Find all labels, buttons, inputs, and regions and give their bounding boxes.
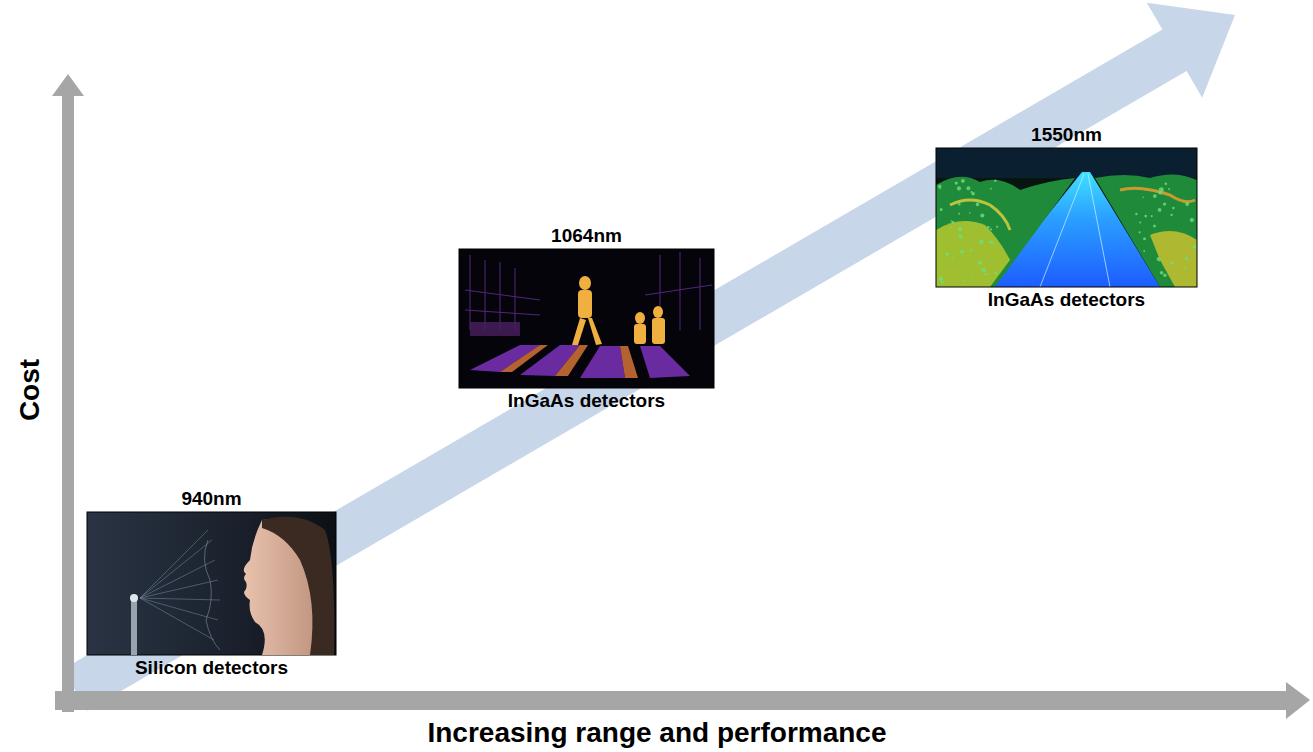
point-speck [1139,221,1141,223]
y-axis-head [52,74,84,96]
point-speck [1185,257,1188,260]
point-speck [971,192,975,196]
wavelength-label: 1064nm [459,223,714,249]
point-speck [1190,218,1194,222]
point-speck [1163,202,1166,205]
point-speck [980,213,984,217]
point-speck [951,257,953,259]
y-axis-label: Cost [14,359,46,421]
point-speck [964,279,966,281]
point-speck [990,188,992,190]
point-speck [970,274,972,276]
point-speck [1172,207,1175,210]
point-speck [1163,274,1166,277]
point-speck [951,220,953,222]
wavelength-label: 940nm [87,486,336,512]
point-speck [969,212,971,214]
point-speck [970,249,972,251]
point-speck [939,276,943,280]
picture-panel: 1550nmInGaAs detectors [936,122,1197,313]
point-speck [957,186,961,190]
point-speck [1165,182,1168,185]
x-axis-head [1286,682,1310,719]
point-speck [1139,231,1141,233]
point-speck [940,208,943,211]
detector-label: InGaAs detectors [459,388,714,414]
point-speck [959,235,963,239]
point-speck [979,240,983,244]
picture-panel: 940nmSilicon detectors [87,486,336,681]
point-speck [1184,268,1186,270]
point-speck [1143,237,1146,240]
point-speck [978,261,982,265]
point-speck [976,203,980,207]
street-pointcloud-picture [459,249,714,388]
point-speck [966,186,970,190]
detector-label: Silicon detectors [87,655,336,681]
point-speck [946,252,950,256]
point-speck [1160,271,1164,275]
point-speck [1151,215,1153,217]
point-speck [991,242,994,245]
point-speck [951,226,953,228]
point-speck [995,272,998,275]
point-speck [1158,191,1162,195]
point-speck [1157,257,1161,261]
point-speck [955,182,958,185]
picture-panel: 1064nmInGaAs detectors [459,223,714,414]
point-speck [1153,225,1156,228]
point-speck [1142,197,1144,199]
point-speck [941,281,944,284]
y-axis [62,92,74,712]
x-axis [55,691,1290,710]
point-speck [1170,214,1173,217]
point-speck [952,221,955,224]
face-scan-picture [87,512,336,655]
point-speck [990,228,992,230]
point-speck [1170,261,1174,265]
point-speck [1185,202,1189,206]
point-speck [960,250,964,254]
point-speck [1144,215,1147,218]
point-speck [994,179,997,182]
picture-area [87,512,336,655]
point-speck [938,185,942,189]
point-speck [958,227,962,231]
wavelength-label: 1550nm [936,122,1197,148]
point-speck [961,179,965,183]
point-speck [984,273,986,275]
point-speck [1158,208,1162,212]
point-speck [1135,213,1138,216]
point-speck [958,213,960,215]
point-speck [958,203,960,205]
point-speck [1153,194,1157,198]
picture-area [936,148,1197,287]
point-speck [1168,188,1170,190]
x-axis-label: Increasing range and performance [427,717,886,749]
point-speck [996,226,998,228]
detector-label: InGaAs detectors [936,287,1197,313]
point-speck [1143,250,1145,252]
point-speck [987,226,990,229]
point-speck [1159,188,1161,190]
point-speck [981,269,983,271]
road-pointcloud-picture [936,148,1197,287]
point-speck [1192,245,1196,249]
trend-arrow [63,3,1235,711]
picture-area [459,249,714,388]
point-speck [982,268,986,272]
